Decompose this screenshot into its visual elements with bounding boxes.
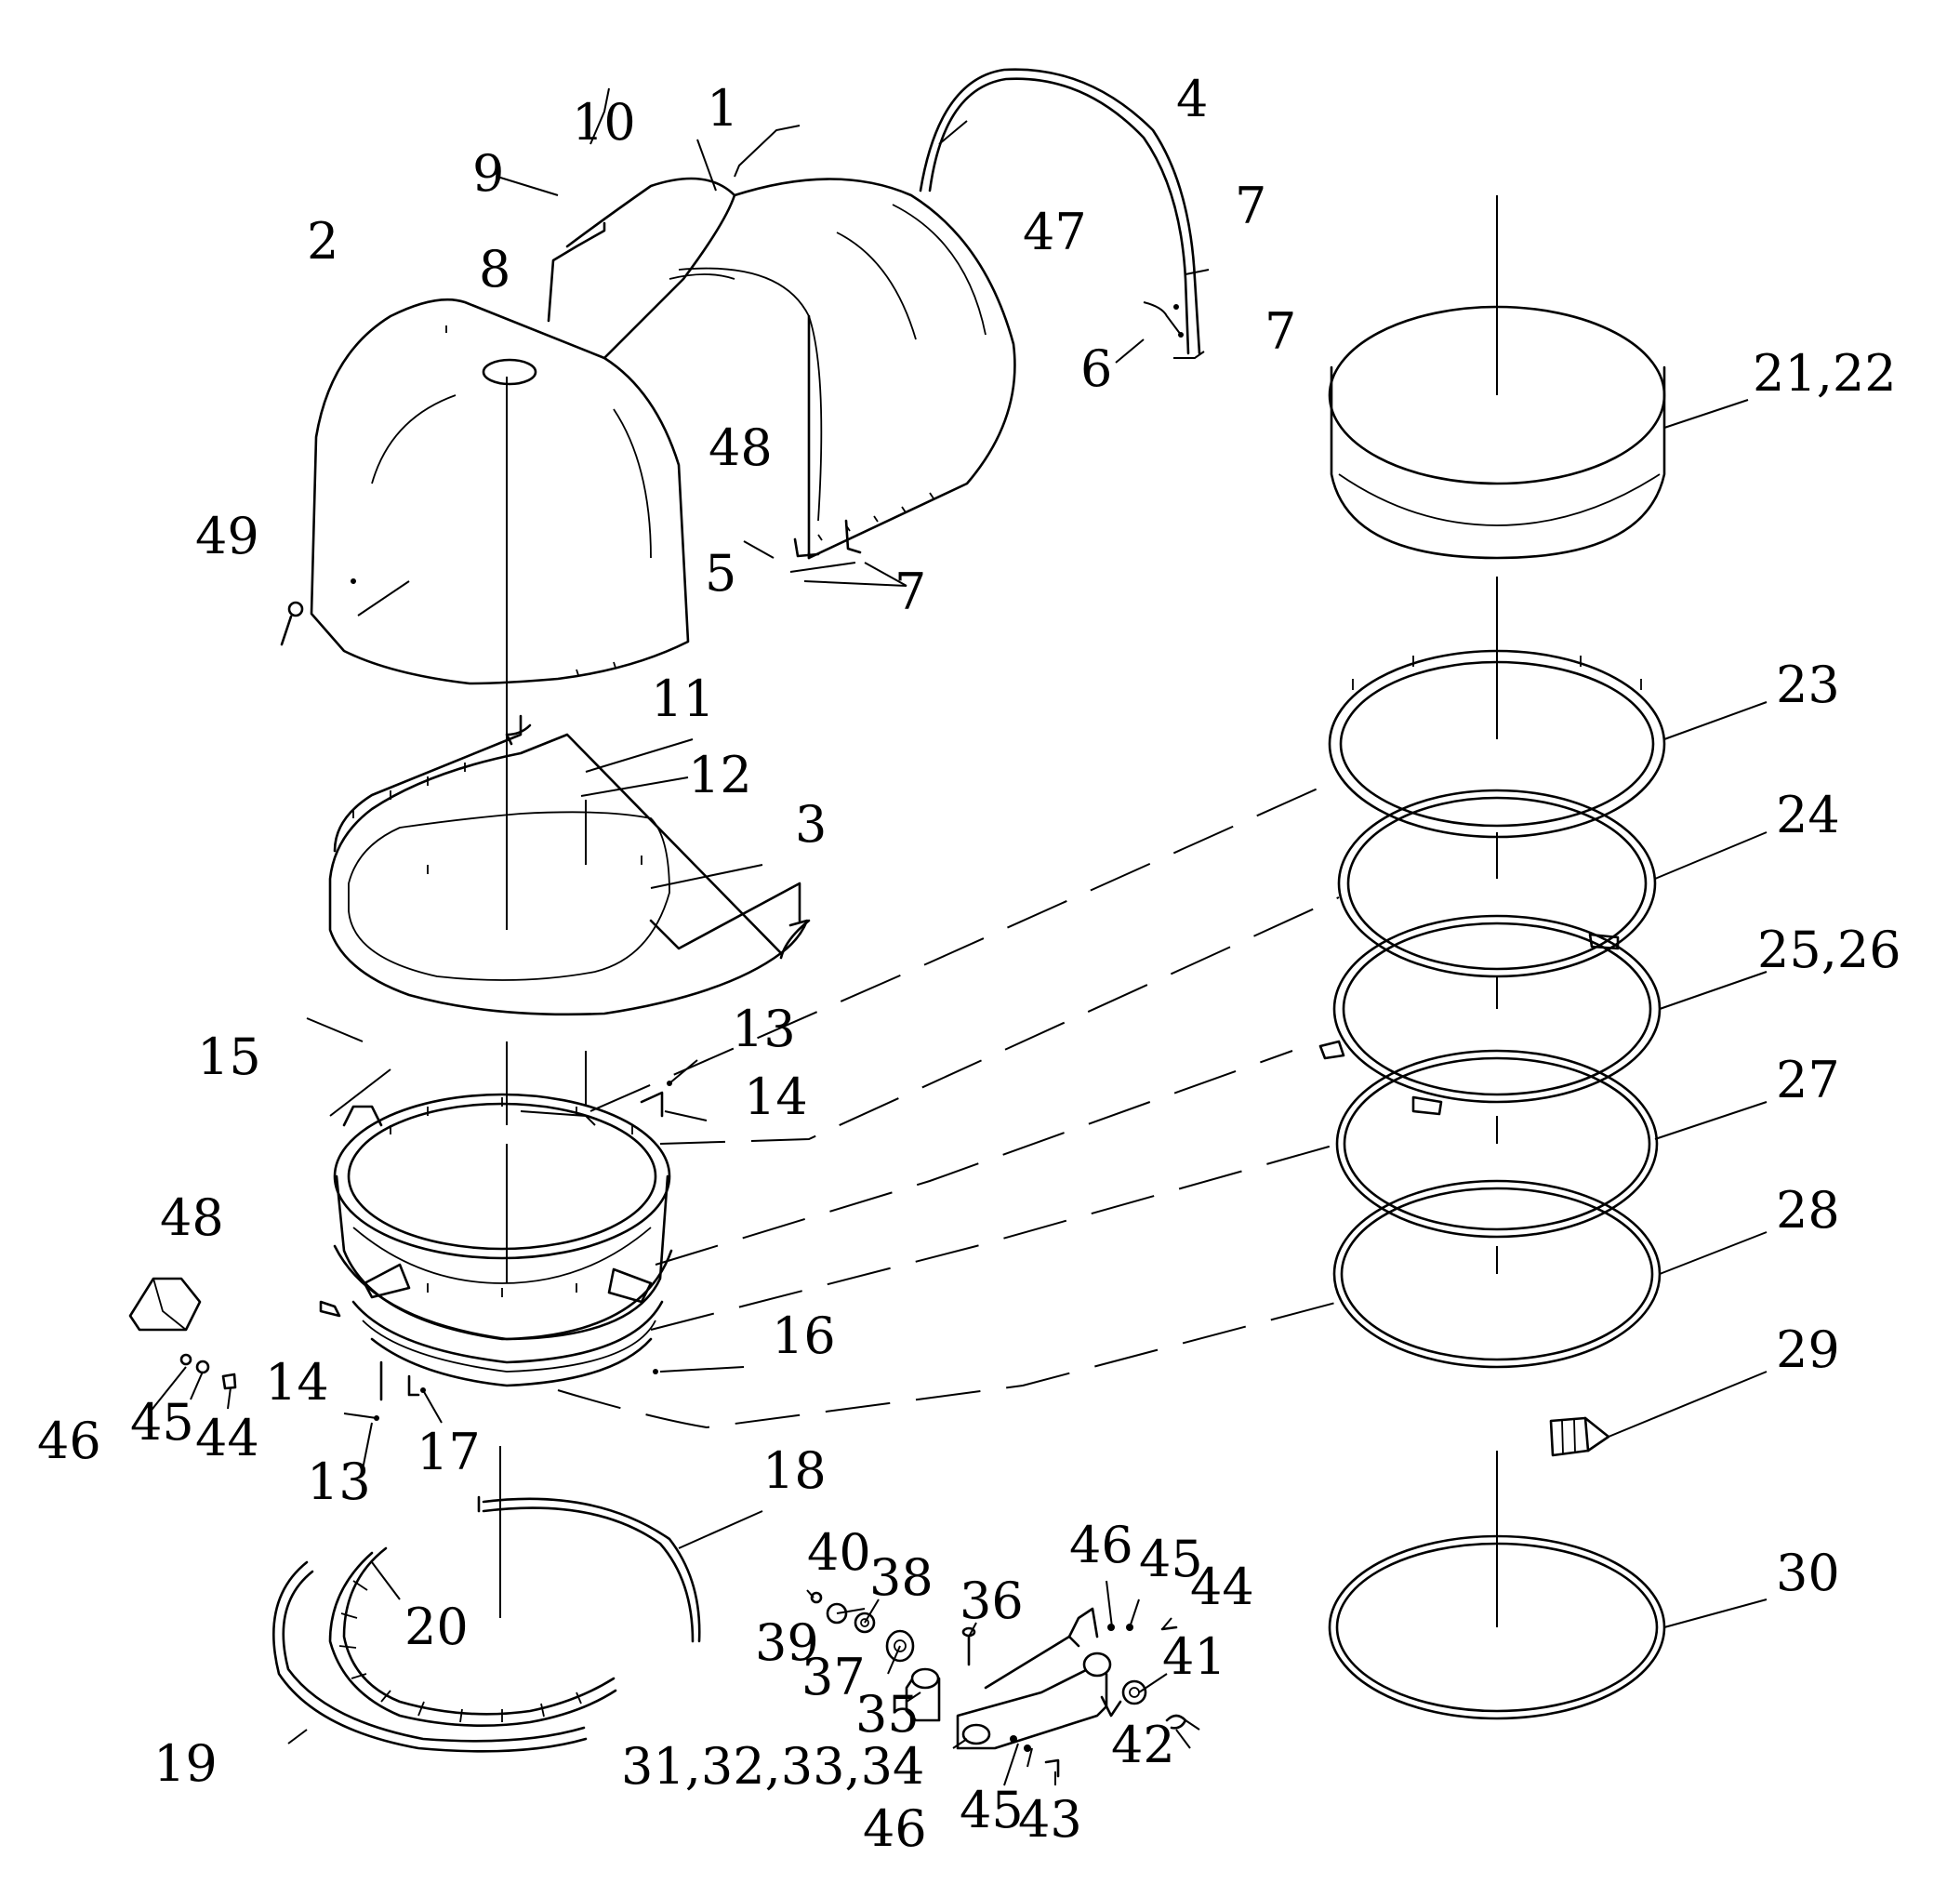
label-part-6: 6 [1080, 339, 1112, 398]
label-part-46-c: 46 [863, 1799, 927, 1858]
label-part-39: 39 [755, 1613, 819, 1672]
label-part-10: 10 [572, 93, 636, 152]
label-part-46-b: 46 [1069, 1516, 1133, 1574]
label-part-48-a: 48 [709, 418, 773, 477]
label-part-41: 41 [1162, 1627, 1226, 1686]
part-20-chain [328, 1546, 617, 1727]
label-part-43: 43 [1018, 1790, 1082, 1849]
label-part-47: 47 [1023, 203, 1087, 261]
label-part-9: 9 [472, 144, 504, 203]
label-part-16: 16 [772, 1307, 836, 1365]
hopper-assembly [319, 1081, 673, 1421]
label-part-3: 3 [795, 795, 827, 854]
label-part-7-a: 7 [1235, 177, 1266, 235]
label-part-30: 30 [1776, 1544, 1840, 1602]
part-49-screw [280, 601, 304, 646]
label-part-44-a: 44 [195, 1409, 259, 1467]
label-part-36: 36 [960, 1572, 1024, 1630]
label-part-25-26: 25,26 [1757, 921, 1901, 979]
label-part-7-b: 7 [1265, 302, 1296, 361]
label-part-35: 35 [855, 1685, 920, 1744]
center-axes [499, 195, 1498, 1627]
label-part-40: 40 [807, 1523, 871, 1582]
label-part-48-b: 48 [160, 1188, 224, 1247]
label-part-24: 24 [1776, 786, 1840, 844]
label-part-18: 18 [762, 1441, 827, 1500]
label-part-27: 27 [1776, 1051, 1840, 1109]
label-part-14-b: 14 [265, 1353, 329, 1412]
part-27-ring [1335, 1049, 1659, 1239]
label-part-8: 8 [479, 240, 510, 298]
label-part-13-b: 13 [307, 1453, 371, 1511]
label-part-37: 37 [801, 1648, 866, 1706]
label-part-42: 42 [1111, 1716, 1175, 1774]
label-part-13-a: 13 [732, 1000, 796, 1058]
assembly-dashes [557, 780, 1340, 1429]
label-part-29: 29 [1776, 1320, 1840, 1379]
label-part-11: 11 [651, 670, 715, 728]
label-part-12: 12 [688, 746, 752, 804]
label-part-15: 15 [197, 1028, 261, 1086]
label-part-46-a: 46 [37, 1412, 101, 1470]
label-part-7-c: 7 [894, 563, 926, 621]
part-19-arc-strap [272, 1560, 588, 1753]
label-part-45-a: 45 [130, 1393, 194, 1452]
label-part-45-b: 45 [1139, 1530, 1203, 1588]
part-48-bracket [128, 1277, 237, 1390]
label-part-21-22: 21,22 [1753, 344, 1897, 403]
label-part-38: 38 [869, 1548, 934, 1607]
label-part-23: 23 [1776, 656, 1840, 714]
label-part-17: 17 [417, 1423, 481, 1481]
label-part-20: 20 [404, 1598, 469, 1656]
label-part-4: 4 [1176, 70, 1208, 128]
label-part-31-34: 31,32,33,34 [621, 1737, 924, 1796]
part-2-front-cover [310, 298, 690, 685]
leader-lines [148, 87, 1768, 1786]
label-part-49: 49 [195, 507, 259, 565]
label-part-28: 28 [1776, 1181, 1840, 1240]
part-1-rear-cover [547, 177, 1016, 560]
label-part-2: 2 [307, 212, 338, 271]
part-labels: 1 2 3 4 5 6 7 7 7 8 9 10 11 12 13 13 14 … [37, 70, 1901, 1858]
part-18-arc-strap [477, 1495, 701, 1643]
label-part-5: 5 [705, 544, 736, 603]
label-part-1: 1 [707, 79, 738, 138]
label-part-14-a: 14 [744, 1068, 808, 1126]
label-part-44-b: 44 [1190, 1558, 1254, 1616]
label-part-19: 19 [153, 1734, 218, 1793]
label-part-45-c: 45 [960, 1781, 1024, 1839]
part-29-clip [1549, 1416, 1610, 1457]
